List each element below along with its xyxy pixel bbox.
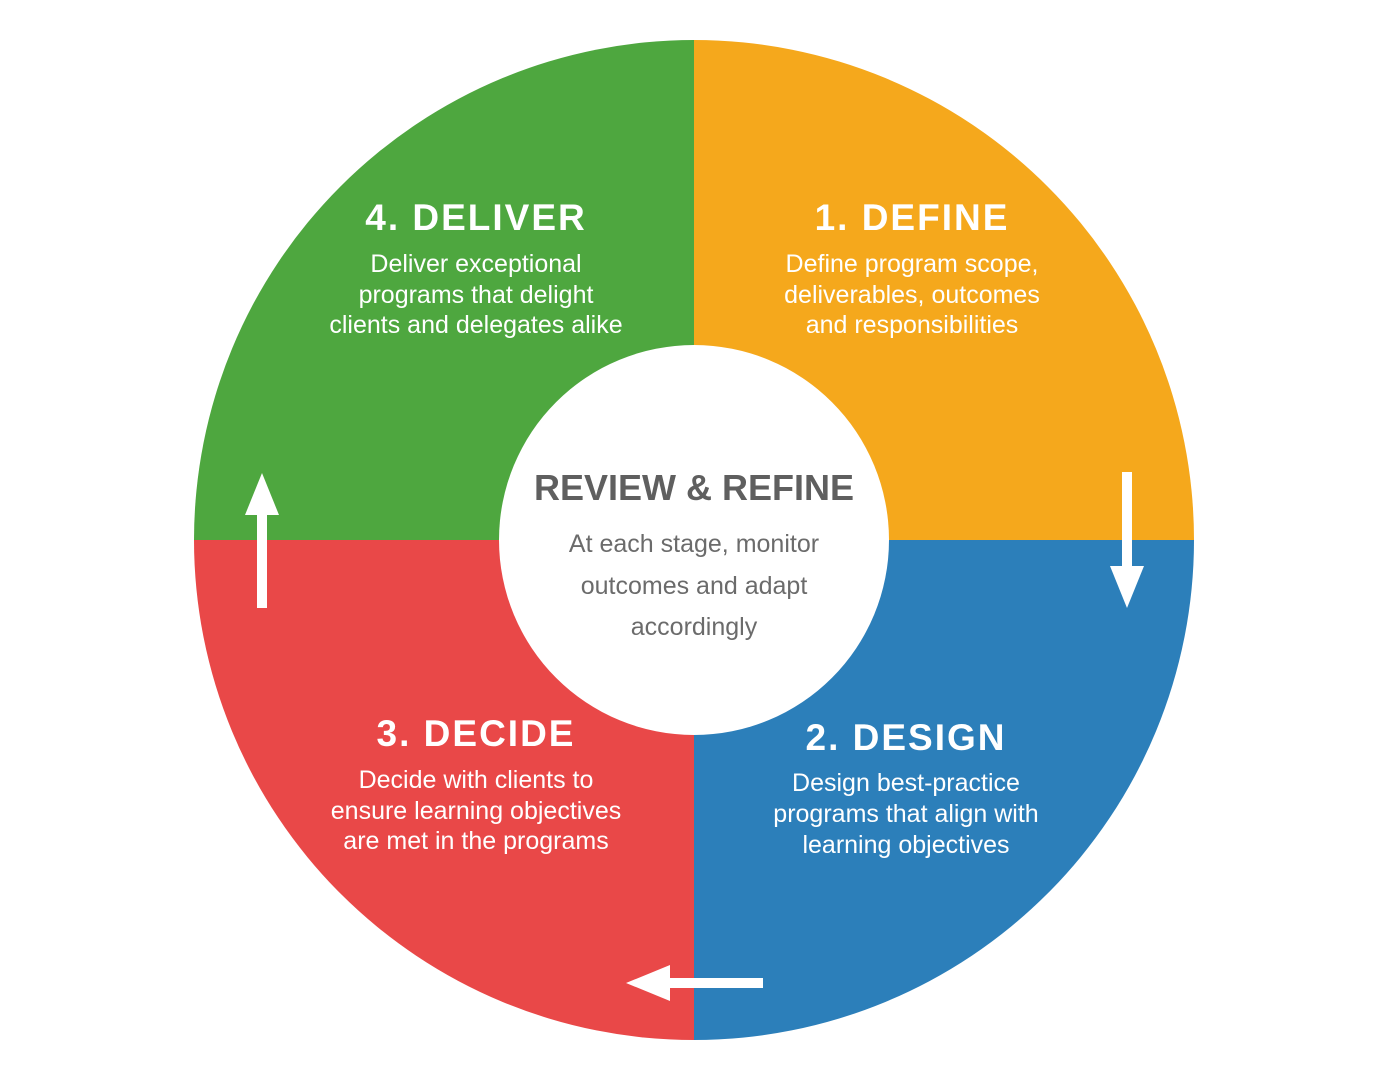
arrow-up-icon [245, 473, 279, 608]
stage-decide-title: 3. DECIDE [377, 713, 576, 754]
stage-define-line-1: Define program scope, [786, 250, 1039, 278]
center-line-2: outcomes and adapt [581, 572, 808, 600]
stage-design-title: 2. DESIGN [806, 717, 1007, 758]
center-title: REVIEW & REFINE [534, 467, 854, 508]
stage-define-line-2: deliverables, outcomes [784, 281, 1040, 309]
stage-decide-line-2: ensure learning objectives [331, 797, 621, 825]
stage-deliver-line-2: programs that delight [359, 281, 594, 309]
stage-design-line-2: programs that align with [773, 800, 1038, 828]
stage-design-line-1: Design best-practice [792, 769, 1020, 797]
center-circle [499, 345, 889, 735]
center-line-1: At each stage, monitor [569, 530, 819, 558]
stage-define-title: 1. DEFINE [815, 197, 1010, 238]
stage-decide-line-1: Decide with clients to [359, 766, 594, 794]
arrow-down-icon [1110, 472, 1144, 608]
center-line-3: accordingly [631, 613, 758, 641]
stage-deliver-title: 4. DELIVER [365, 197, 587, 238]
stage-design-line-3: learning objectives [802, 831, 1009, 859]
stage-deliver-line-3: clients and delegates alike [329, 311, 622, 339]
stage-define-line-3: and responsibilities [806, 311, 1019, 339]
stage-deliver-line-1: Deliver exceptional [370, 250, 581, 278]
arrow-left-icon [626, 965, 763, 1001]
stage-decide-line-3: are met in the programs [343, 827, 608, 855]
